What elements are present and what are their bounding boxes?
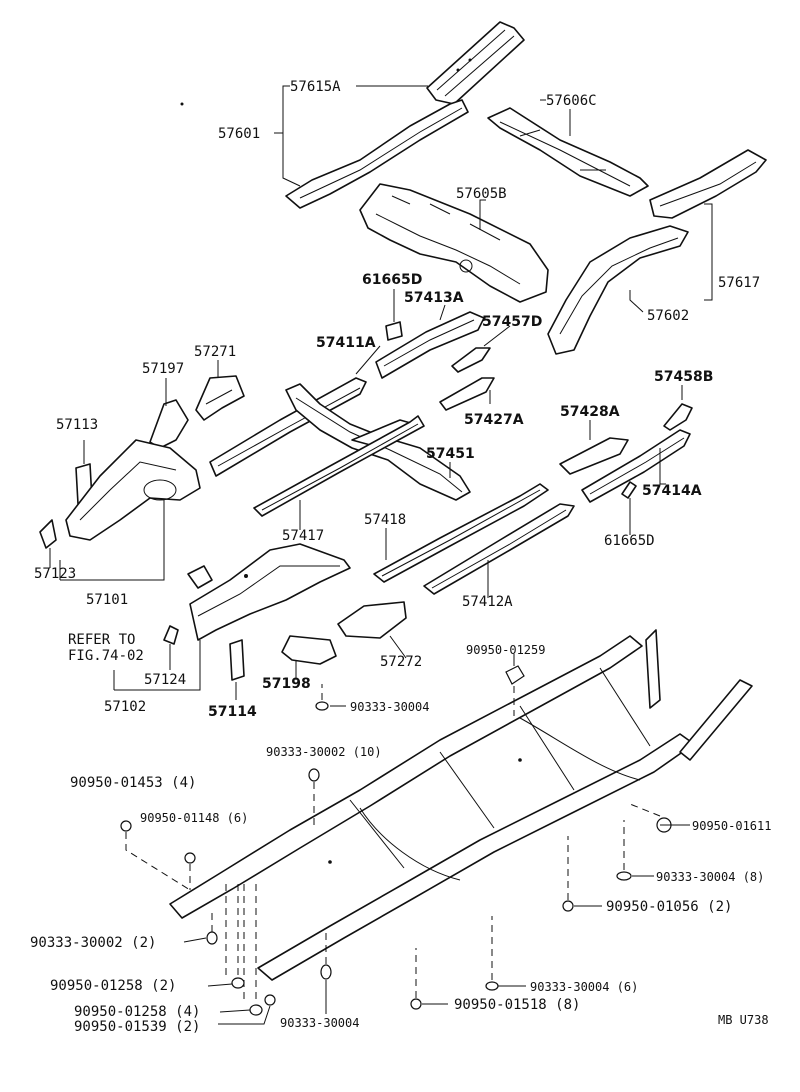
part-57197 [149,399,189,449]
part-57617 [649,149,767,219]
label-57615A: 57615A [290,79,341,95]
label-57271: 57271 [194,344,236,360]
dashed-lines [125,684,661,1002]
fastener-90950-01539 [264,994,276,1006]
part-bracket-fig74 [187,565,213,589]
label-57417: 57417 [282,528,324,544]
fastener-90333-30002-10 [308,768,320,782]
part-57605B [359,183,549,303]
label-90950-01056: 90950-01056 (2) [606,899,732,915]
label-57198: 57198 [262,676,311,692]
label-57617: 57617 [718,275,760,291]
part-61665D-bottom [621,481,637,499]
label-90333-30002-10: 90333-30002 (10) [266,745,382,759]
part-57428A [559,437,629,475]
label-61665D-bottom: 61665D [604,533,655,549]
label-57606C: 57606C [546,93,597,109]
label-57114: 57114 [208,704,257,720]
label-90950-01259: 90950-01259 [466,643,545,657]
label-57458B: 57458B [654,369,713,385]
label-57197: 57197 [142,361,184,377]
label-57601: 57601 [218,126,260,142]
label-90333-30004-6: 90333-30004 (6) [530,980,638,994]
part-57411A [209,377,367,477]
fastener-90333-30004-6 [485,981,499,991]
label-57101: 57101 [86,592,128,608]
part-57601 [285,99,469,209]
part-61665D-top [385,321,403,341]
label-57602: 57602 [647,308,689,324]
label-57113: 57113 [56,417,98,433]
label-57414A: 57414A [642,483,702,499]
part-57123 [39,519,57,549]
label-90950-01518: 90950-01518 (8) [454,997,580,1013]
part-57101 [65,439,201,541]
diagram-code: MB U738 [718,1013,769,1027]
part-57102 [189,543,351,641]
label-90950-01258-2: 90950-01258 (2) [50,978,176,994]
label-57451: 57451 [426,446,475,462]
part-57271 [195,375,245,421]
part-57418 [373,483,549,583]
label-90950-01148: 90950-01148 (6) [140,811,248,825]
leader-lines [49,85,713,1025]
label-57605B: 57605B [456,186,507,202]
label-57418: 57418 [364,512,406,528]
part-57458B [663,403,693,431]
label-57102: 57102 [104,699,146,715]
fastener-90950-01258-2 [231,977,245,989]
label-57411A: 57411A [316,335,376,351]
label-57457D: 57457D [482,314,542,330]
part-57114 [229,639,245,681]
fasteners [120,701,672,1016]
fastener-90950-01453 [120,820,132,832]
label-90950-01539: 90950-01539 (2) [74,1019,200,1035]
label-57272: 57272 [380,654,422,670]
label-90333-30004-b: 90333-30004 [280,1016,359,1030]
fastener-90950-01518 [410,998,422,1010]
fastener-90333-30004-b [320,964,332,980]
label-refer-to: REFER TO [68,632,135,648]
label-90950-01258-4: 90950-01258 (4) [74,1004,200,1020]
fastener-90333-30004-8 [616,871,632,881]
part-57412A [423,503,575,595]
label-90333-30002-2: 90333-30002 (2) [30,935,156,951]
part-57606C [487,107,649,197]
label-57124: 57124 [144,672,186,688]
fastener-90333-30004-a [315,701,329,711]
label-90950-01611: 90950-01611 [692,819,771,833]
part-57602 [547,225,689,355]
label-90333-30004-a: 90333-30004 [350,700,429,714]
part-57417 [253,415,425,517]
label-57428A: 57428A [560,404,620,420]
part-labels: 57615A 57601 57606C 57605B 57617 57602 6… [30,79,771,1035]
part-57414A [581,429,691,503]
fastener-90333-30002-2 [206,931,218,945]
label-57123: 57123 [34,566,76,582]
part-57457D [451,347,491,373]
label-57427A: 57427A [464,412,524,428]
part-57272 [337,601,407,639]
part-57413A [375,311,485,379]
stray-dot [180,102,184,106]
fastener-90950-01056 [562,900,574,912]
label-57412A: 57412A [462,594,513,610]
part-57427A [439,377,495,411]
part-57124 [163,625,179,645]
label-90333-30004-8: 90333-30004 (8) [656,870,764,884]
fastener-90950-01258-4 [249,1004,263,1016]
label-fig-74-02: FIG.74-02 [68,648,144,664]
label-61665D-top: 61665D [362,272,422,288]
label-90950-01453: 90950-01453 (4) [70,775,196,791]
part-57198 [281,635,337,665]
part-57615A [426,21,525,105]
label-57413A: 57413A [404,290,464,306]
fastener-90950-01148 [184,852,196,864]
part-90950-01259 [505,665,525,685]
frame-assembly [169,629,753,981]
